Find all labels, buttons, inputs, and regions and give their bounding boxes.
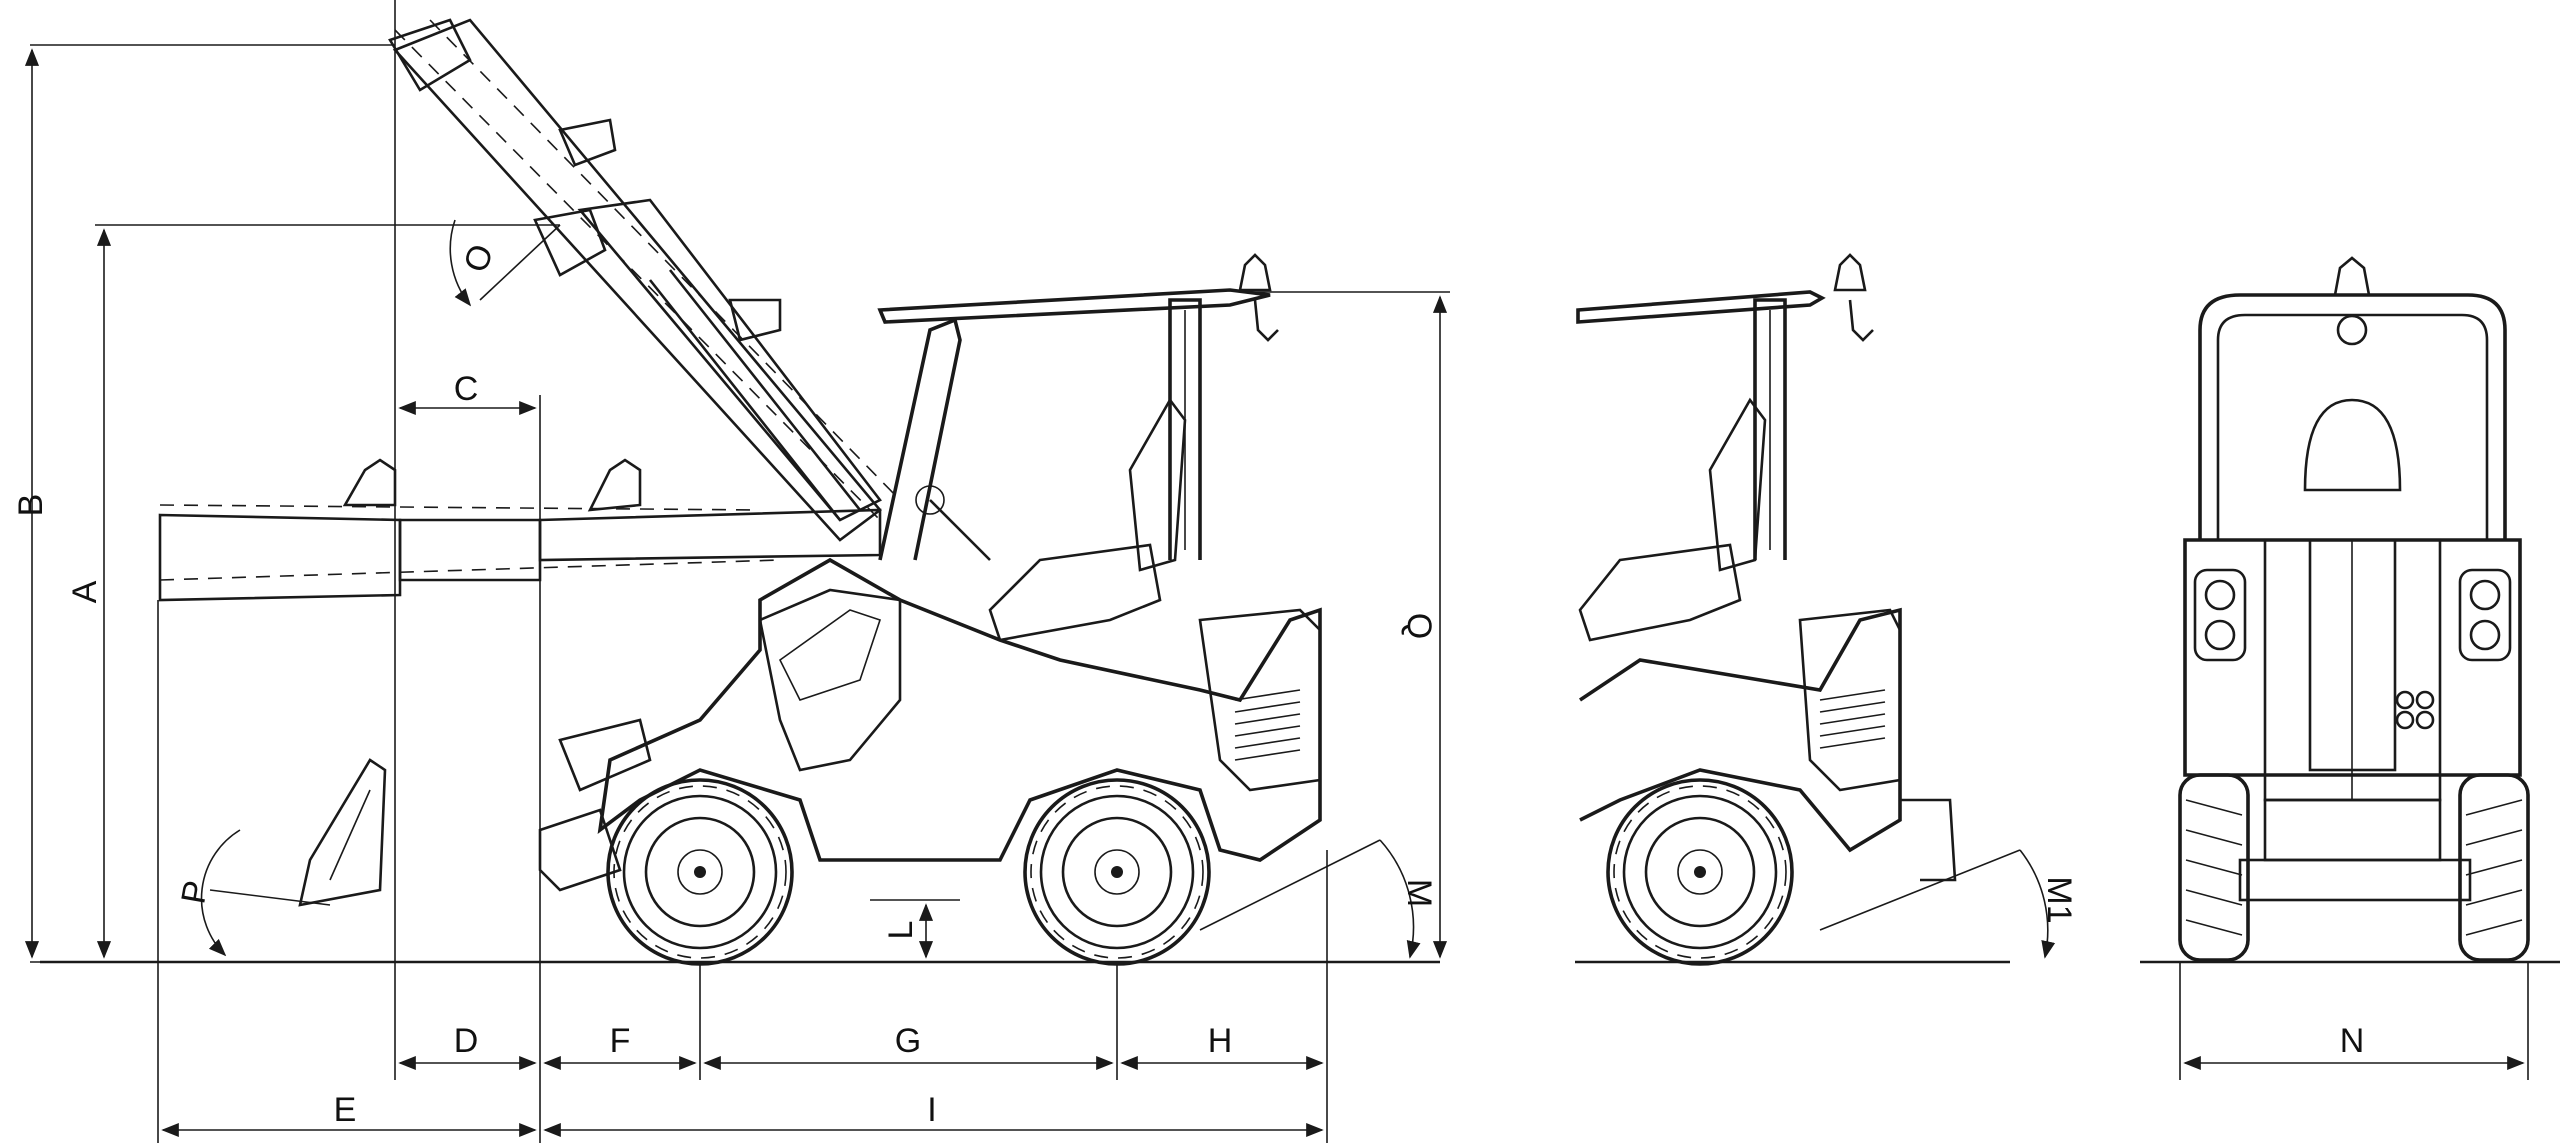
dim-label-n: N xyxy=(2340,1022,2365,1060)
side-view-rear-detail: M1 xyxy=(1575,253,2078,966)
dim-label-c: C xyxy=(454,370,479,408)
dim-label-f: F xyxy=(610,1022,631,1060)
front-view: N xyxy=(2140,256,2560,1080)
dim-label-g: G xyxy=(895,1022,921,1060)
dim-label-e: E xyxy=(334,1091,357,1129)
dim-label-m1: M1 xyxy=(2040,876,2078,923)
dim-label-a: A xyxy=(66,580,104,603)
dim-label-m: M xyxy=(1400,879,1438,907)
dim-label-q: Q xyxy=(1400,613,1438,639)
front-wheel xyxy=(606,778,794,966)
dim-label-h: H xyxy=(1208,1022,1233,1060)
dim-label-i: I xyxy=(927,1091,936,1129)
dim-label-l: L xyxy=(882,921,920,940)
dim-label-p: P xyxy=(174,878,215,907)
dim-label-b: B xyxy=(12,494,50,517)
dim-label-o: O xyxy=(457,239,502,277)
dim-label-d: D xyxy=(454,1022,479,1060)
rear-wheel xyxy=(1023,778,1211,966)
side-view-loader: B A Q L M O P C D F G H E I xyxy=(12,0,1450,1143)
